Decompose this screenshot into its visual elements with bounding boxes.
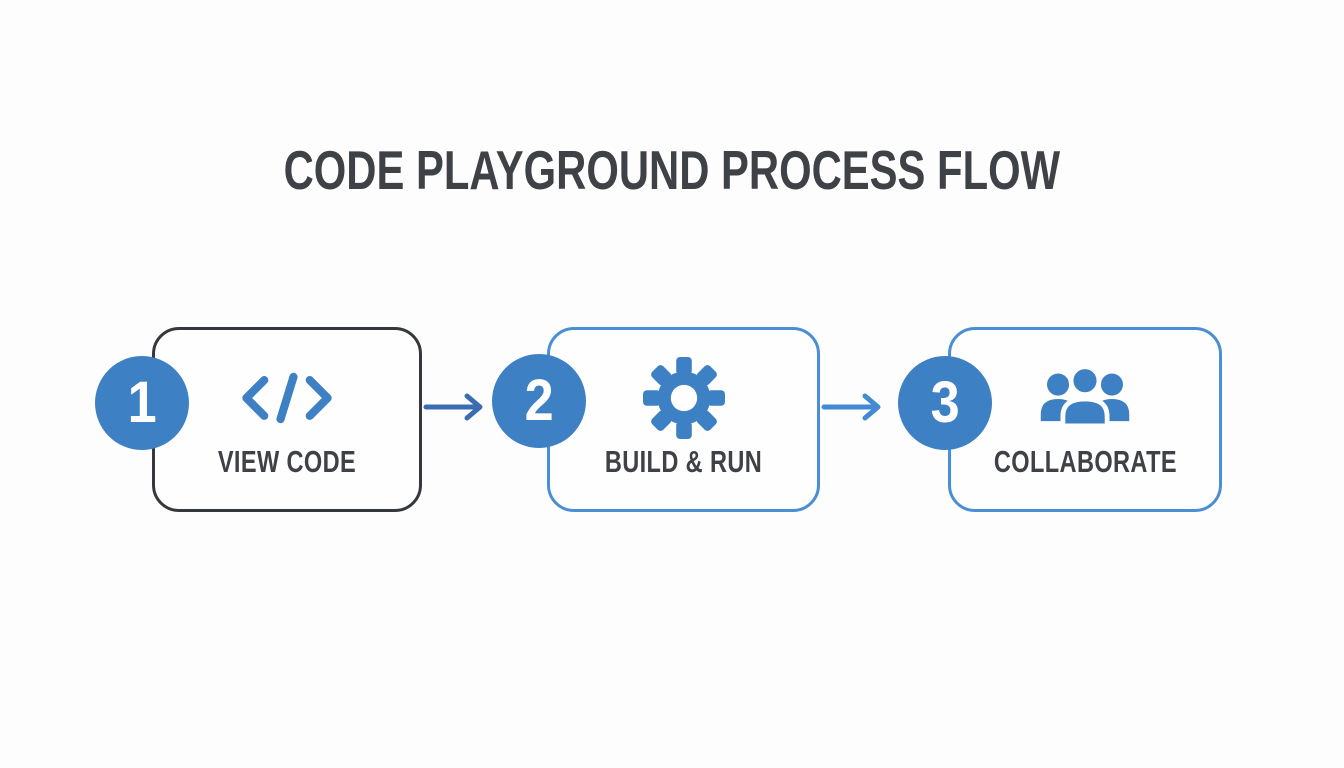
step-label-text: COLLABORATE bbox=[993, 444, 1177, 479]
gear-icon bbox=[550, 354, 817, 442]
step-number-text: 1 bbox=[127, 370, 157, 435]
step-number-badge-3: 3 bbox=[898, 356, 992, 450]
step-number-text: 3 bbox=[930, 370, 960, 435]
step-label-text: BUILD & RUN bbox=[604, 444, 763, 479]
step-box-build-run: BUILD & RUN bbox=[547, 327, 820, 512]
step-number-text: 2 bbox=[524, 368, 554, 433]
step-box-view-code: VIEW CODE bbox=[152, 327, 422, 512]
step-number-badge-1: 1 bbox=[95, 356, 189, 450]
step-label: COLLABORATE bbox=[951, 444, 1219, 480]
arrow-right-icon bbox=[423, 393, 483, 421]
step-label: VIEW CODE bbox=[155, 444, 419, 480]
step-label: BUILD & RUN bbox=[550, 444, 817, 480]
code-icon bbox=[155, 354, 419, 442]
step-box-collaborate: COLLABORATE bbox=[948, 327, 1222, 512]
arrow-right-icon bbox=[821, 393, 881, 421]
step-label-text: VIEW CODE bbox=[217, 444, 357, 479]
step-number-badge-2: 2 bbox=[492, 354, 586, 448]
diagram-title: CODE PLAYGROUND PROCESS FLOW bbox=[0, 143, 1344, 198]
users-icon bbox=[951, 354, 1219, 442]
diagram-title-text: CODE PLAYGROUND PROCESS FLOW bbox=[283, 139, 1061, 201]
